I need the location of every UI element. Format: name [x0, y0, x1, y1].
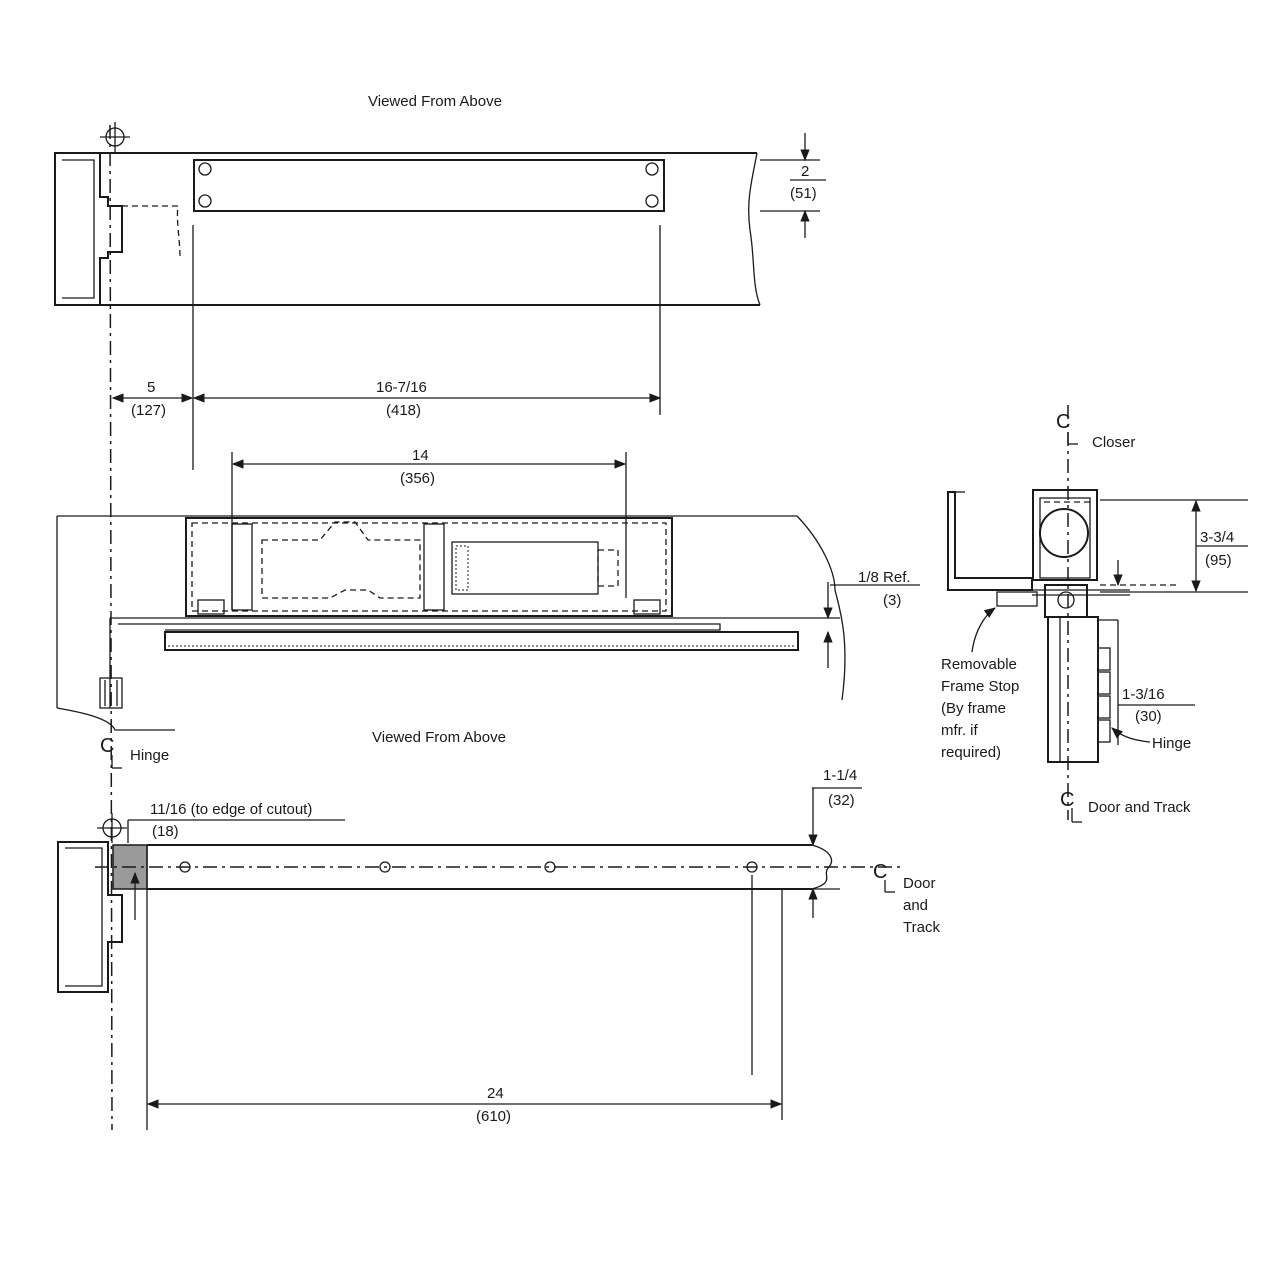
door-track-label-2: and — [903, 897, 928, 914]
frame-stop-label-4: mfr. if — [941, 722, 978, 739]
section-frame — [947, 491, 1033, 591]
dim-offset-section-mm: (30) — [1135, 708, 1162, 725]
mounting-plate — [193, 159, 665, 212]
door-track-label-1: Door — [903, 875, 936, 892]
frame-stop-label-3: (By frame — [941, 700, 1006, 717]
dim-length: 16-7/16 — [376, 379, 427, 396]
middle-view: 14 (356) 1/8 Ref. (3) C — [56, 447, 920, 769]
dim-offset-section: 1-3/16 — [1122, 686, 1165, 703]
dim-cutout-mm: (18) — [152, 823, 179, 840]
dim-body-mm: (356) — [400, 470, 435, 487]
section-view: C Closer 3-3/4 (95) — [941, 405, 1248, 823]
dim-offset-mm: (127) — [131, 402, 166, 419]
top-view-title: Viewed From Above — [368, 93, 502, 110]
dim-track-len: 24 — [487, 1085, 504, 1102]
section-closer — [1032, 489, 1098, 581]
svg-text:C: C — [1060, 789, 1074, 811]
dim-offset: 5 — [147, 379, 155, 396]
frame-stop-label-5: required) — [941, 744, 1001, 761]
dim-depth-mm: (51) — [790, 185, 817, 202]
dim-track-len-mm: (610) — [476, 1108, 511, 1125]
hinge-label: Hinge — [130, 747, 169, 764]
frame-jamb-bottom — [57, 841, 123, 993]
section-hinge-label: Hinge — [1152, 735, 1191, 752]
svg-text:C: C — [873, 861, 887, 883]
closer-label: Closer — [1092, 434, 1135, 451]
track-profile — [164, 631, 799, 651]
hinge-centerline — [109, 124, 113, 1131]
svg-text:C: C — [1056, 411, 1070, 433]
bottom-view: 11/16 (to edge of cutout) (18) 1-1/4 (32… — [57, 767, 940, 1130]
dim-body: 14 — [412, 447, 429, 464]
section-door — [1047, 616, 1099, 763]
frame-stop-label-2: Frame Stop — [941, 678, 1019, 695]
dim-height: 3-3/4 — [1200, 529, 1234, 546]
dim-ref: 1/8 Ref. — [858, 569, 911, 586]
section-door-track-label: Door and Track — [1088, 799, 1191, 816]
dim-length-mm: (418) — [386, 402, 421, 419]
middle-view-title: Viewed From Above — [372, 729, 506, 746]
dim-track-w-mm: (32) — [828, 792, 855, 809]
frame-stop-label-1: Removable — [941, 656, 1017, 673]
door-track-label-3: Track — [903, 919, 940, 936]
dim-track-w: 1-1/4 — [823, 767, 857, 784]
closer-body — [185, 517, 673, 617]
dim-ref-mm: (3) — [883, 592, 901, 609]
hinge-cl-symbol: C — [100, 735, 114, 757]
frame-jamb-top — [54, 152, 123, 306]
dim-depth: 2 — [801, 163, 809, 180]
dim-cutout: 11/16 (to edge of cutout) — [150, 801, 312, 818]
top-view: Viewed From Above 2 (51) 5 (127) — [54, 93, 826, 470]
dim-height-mm: (95) — [1205, 552, 1232, 569]
